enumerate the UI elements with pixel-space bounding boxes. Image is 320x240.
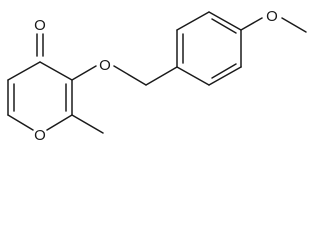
methoxy-oxygen-label: O: [266, 8, 278, 25]
ketone-oxygen-label: O: [34, 17, 46, 34]
bond-c4-c3: [39, 61, 73, 81]
bond-c3-oether: [71, 65, 97, 81]
bond-ar-5-6: [208, 66, 242, 86]
bond-ch2-aryl: [145, 66, 178, 86]
bond-o1-c6: [7, 114, 34, 131]
pyranone-ring: [7, 33, 73, 131]
ring-oxygen-label: O: [34, 127, 46, 144]
bond-ar-6-1: [176, 66, 210, 86]
bond-methyl: [71, 114, 104, 134]
benzene-ring: [176, 11, 242, 86]
bond-c2-o1: [46, 114, 73, 131]
bond-ar-inner-c: [211, 63, 237, 79]
bond-omethoxy-ch3: [281, 17, 307, 33]
bond-ar-omethoxy: [240, 17, 263, 31]
structure-diagram: O O O O: [7, 8, 307, 144]
bond-ar-2-3: [176, 11, 210, 31]
bond-oether-ch2: [113, 65, 147, 86]
ether-oxygen-label: O: [99, 57, 111, 74]
bond-ar-3-4: [208, 11, 242, 31]
bond-ar-inner-b: [211, 18, 237, 34]
bond-c5-c4: [7, 61, 41, 81]
